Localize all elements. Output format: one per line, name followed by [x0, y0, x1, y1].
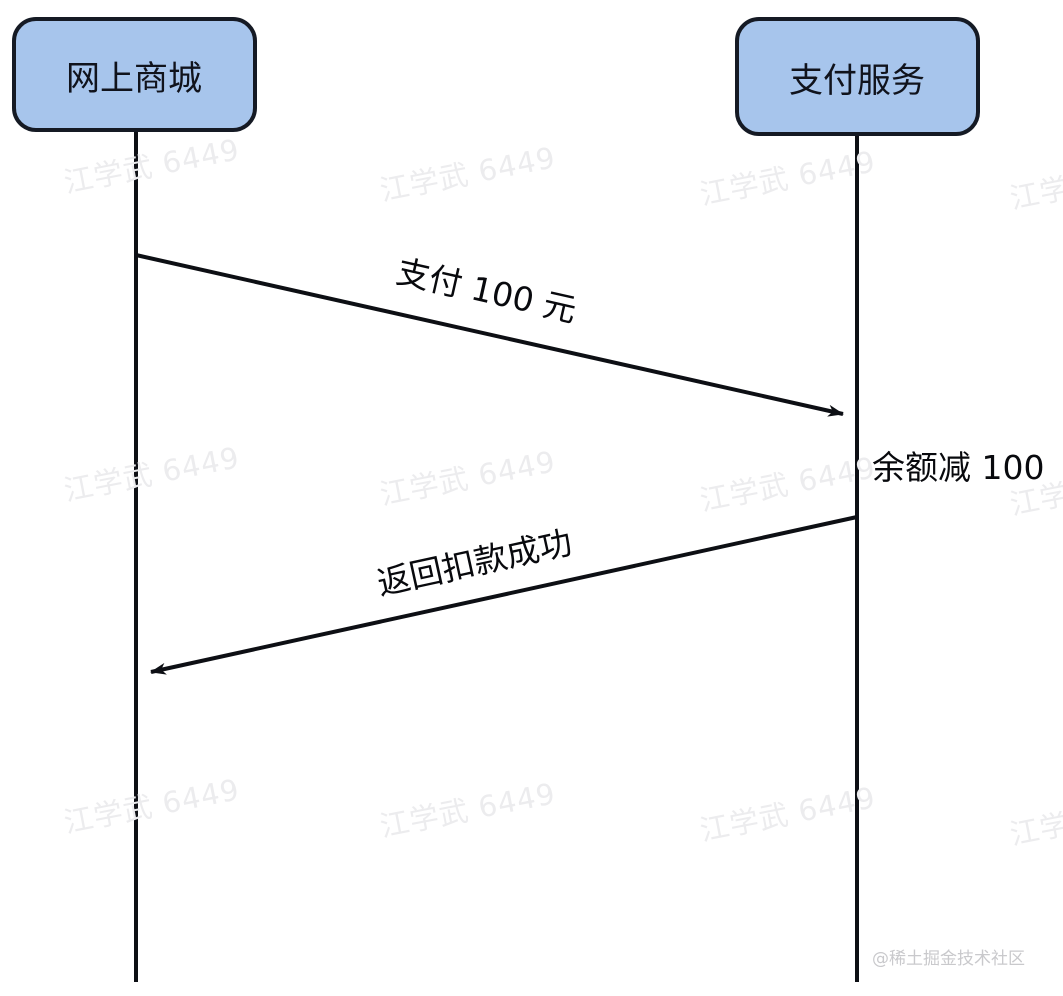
actor-label-pay: 支付服务	[789, 61, 925, 101]
actor-shape-shop	[12, 17, 257, 132]
message-return-success[interactable]: 返回扣款成功	[150, 515, 858, 675]
source-watermark: @稀土掘金技术社区	[872, 949, 1025, 969]
note-balance-label: 余额减 100	[872, 448, 1044, 487]
actor-box-shop[interactable]: 网上商城	[12, 17, 257, 132]
message-line-pay-100	[135, 253, 844, 417]
actor-shape-pay	[735, 17, 980, 136]
actor-label-shop: 网上商城	[66, 59, 202, 99]
message-line-return-success	[150, 515, 858, 675]
actor-box-pay[interactable]: 支付服务	[735, 17, 980, 136]
message-pay-100[interactable]: 支付 100 元	[135, 252, 844, 417]
message-label-return-success: 返回扣款成功	[374, 522, 576, 603]
